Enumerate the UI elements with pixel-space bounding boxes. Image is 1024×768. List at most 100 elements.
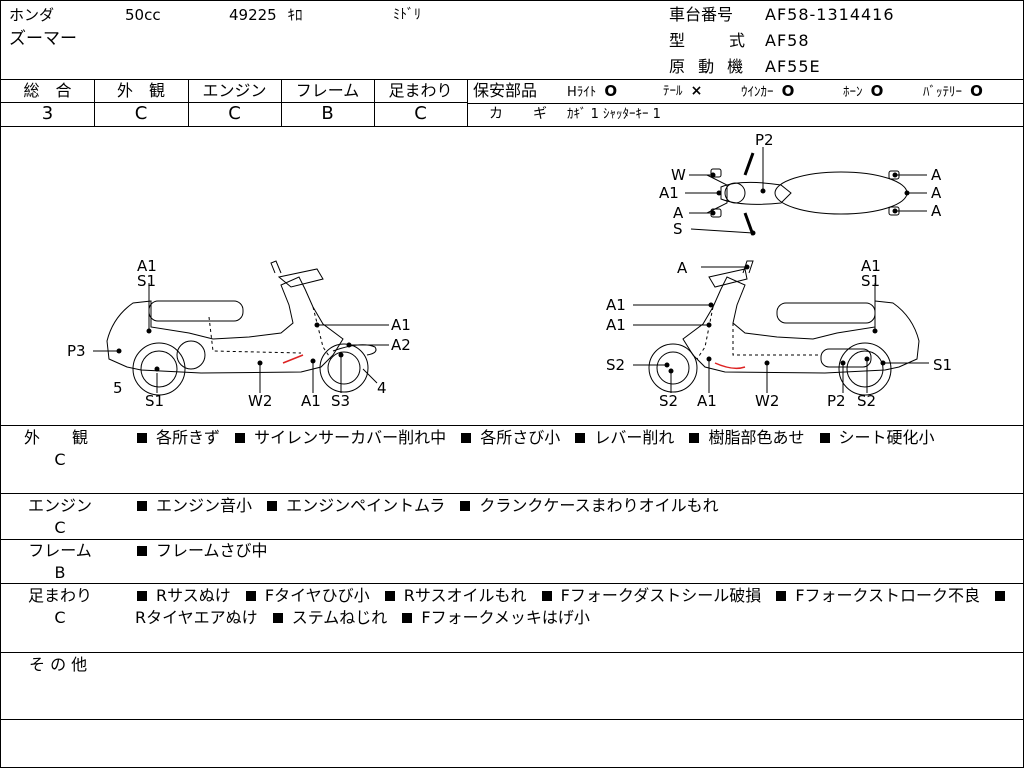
safety-item-mark: O <box>781 82 795 100</box>
grade-total-label: 総 合 <box>23 81 72 100</box>
diagram-label: A1 <box>391 316 411 334</box>
section-engine-items: エンジン音小 エンジンペイントムラ クランクケースまわりオイルもれ <box>135 495 1015 517</box>
diagram-label: S <box>673 220 683 238</box>
section-suspension-items: Rサスぬけ Fタイヤひび小 Rサスオイルもれ Fフォークダストシール破損 Fフォ… <box>135 585 1015 629</box>
diagram-label: A <box>677 259 688 277</box>
right-muffler <box>820 348 872 368</box>
diagram-label: P2 <box>755 131 774 149</box>
list-item: フレームさび中 <box>135 541 268 560</box>
safety-label: 保安部品 <box>473 81 538 100</box>
safety-item-name: ﾊﾞｯﾃﾘｰ <box>923 85 962 100</box>
diagram-label: S2 <box>606 356 625 374</box>
safety-item-name: Hﾗｲﾄ <box>567 85 597 100</box>
grade-exterior-label: 外 観 <box>116 81 165 100</box>
mileage: 49225 ｷﾛ <box>229 8 303 23</box>
list-item: Fフォークダストシール破損 <box>540 586 761 605</box>
maker: ホンダ <box>9 6 55 24</box>
left-rear-wheel <box>132 342 186 396</box>
mileage-unit: ｷﾛ <box>287 6 303 24</box>
list-item: レバー削れ <box>573 428 674 447</box>
section-grade: C <box>54 608 66 627</box>
section-other-label: そ の 他 <box>29 655 88 674</box>
grade-suspension-label: 足まわり <box>388 81 453 100</box>
diagram-label: S1 <box>861 272 880 290</box>
section-label: 足まわり <box>27 586 92 605</box>
section-suspension-label: 足まわり C <box>15 585 105 629</box>
right-handlebar <box>708 268 748 288</box>
diagram-label: S3 <box>331 392 350 410</box>
mileage-value: 49225 <box>229 6 277 24</box>
safety-item-name: ﾃｰﾙ <box>663 84 683 99</box>
top-seat <box>774 171 908 215</box>
safety-item-mark: O <box>870 82 884 100</box>
left-handlebar <box>277 268 324 288</box>
grade-engine-label: エンジン <box>202 81 267 100</box>
section-exterior-items: 各所きず サイレンサーカバー削れ中 各所さび小 レバー削れ 樹脂部色あせ シート… <box>135 427 1015 449</box>
left-muffler <box>176 340 206 370</box>
section-grade: C <box>54 518 66 537</box>
diagram-label: A <box>931 184 942 202</box>
key-label: カ ギ <box>489 106 555 122</box>
diagram-label: A1 <box>301 392 321 410</box>
engine-label: 原 動 機 <box>669 57 748 76</box>
model-type: AF58 <box>765 31 810 50</box>
list-item: Fフォークメッキはげ小 <box>400 608 590 627</box>
list-item: 各所きず <box>135 428 220 447</box>
section-frame-label: フレーム B <box>15 540 105 584</box>
section-grade: B <box>54 563 66 582</box>
list-item: Rサスぬけ <box>135 586 231 605</box>
section-exterior-label: 外 観 C <box>15 427 105 471</box>
diagram-label: A2 <box>391 336 411 354</box>
leader-lines <box>93 147 929 393</box>
list-item: 各所さび小 <box>459 428 560 447</box>
grade-frame-label: フレーム <box>295 81 360 100</box>
section-label: フレーム <box>28 541 92 560</box>
model-name: ズーマー <box>9 29 77 49</box>
diagram-label: 4 <box>377 379 387 397</box>
list-item: Rサスオイルもれ <box>383 586 527 605</box>
frame-no-label: 車台番号 <box>669 5 734 24</box>
frame-no: AF58-1314416 <box>765 5 895 24</box>
grade-suspension-value: C <box>414 103 427 124</box>
list-item: エンジンペイントムラ <box>265 496 445 515</box>
grade-total-value: 3 <box>41 103 54 124</box>
right-rear-wheel <box>838 342 892 396</box>
list-item: 樹脂部色あせ <box>687 428 804 447</box>
section-grade: C <box>54 450 66 469</box>
divider <box>1 493 1023 494</box>
diagram-label: S2 <box>857 392 876 410</box>
grade-divider <box>1 102 467 103</box>
safety-item-mark: × <box>690 83 703 99</box>
diagram-label: W2 <box>248 392 272 410</box>
left-seat <box>148 300 244 322</box>
diagram-label: S1 <box>933 356 952 374</box>
diagram-label: A1 <box>606 296 626 314</box>
list-item: ステムねじれ <box>271 608 387 627</box>
diagram-label: W <box>671 166 686 184</box>
diagram-label: A <box>673 204 684 222</box>
divider <box>1 652 1023 653</box>
model-type-label: 型 式 <box>669 31 760 50</box>
section-label: 外 観 <box>23 428 96 447</box>
section-frame-items: フレームさび中 <box>135 540 1015 562</box>
diagram-label: S1 <box>145 392 164 410</box>
grade-engine-value: C <box>228 103 241 124</box>
grade-exterior-value: C <box>134 103 148 124</box>
engine-type: AF55E <box>765 57 821 76</box>
safety-item-name: ﾎｰﾝ <box>843 85 863 100</box>
section-label: エンジン <box>27 496 92 515</box>
divider <box>1 539 1023 540</box>
list-item: Fタイヤひび小 <box>244 586 370 605</box>
diagram-label: A <box>931 166 942 184</box>
divider <box>1 79 1023 80</box>
diagram-label: P3 <box>67 342 86 360</box>
list-item: エンジン音小 <box>135 496 252 515</box>
color: ﾐﾄﾞﾘ <box>393 7 421 23</box>
grade-frame-value: B <box>321 103 334 124</box>
list-item: シート硬化小 <box>818 428 935 447</box>
safety-item-winker: ｳｲﾝｶｰ O <box>741 82 795 100</box>
grade-divider <box>467 79 468 126</box>
diagram-label: P2 <box>827 392 846 410</box>
right-front-wheel <box>648 343 698 393</box>
